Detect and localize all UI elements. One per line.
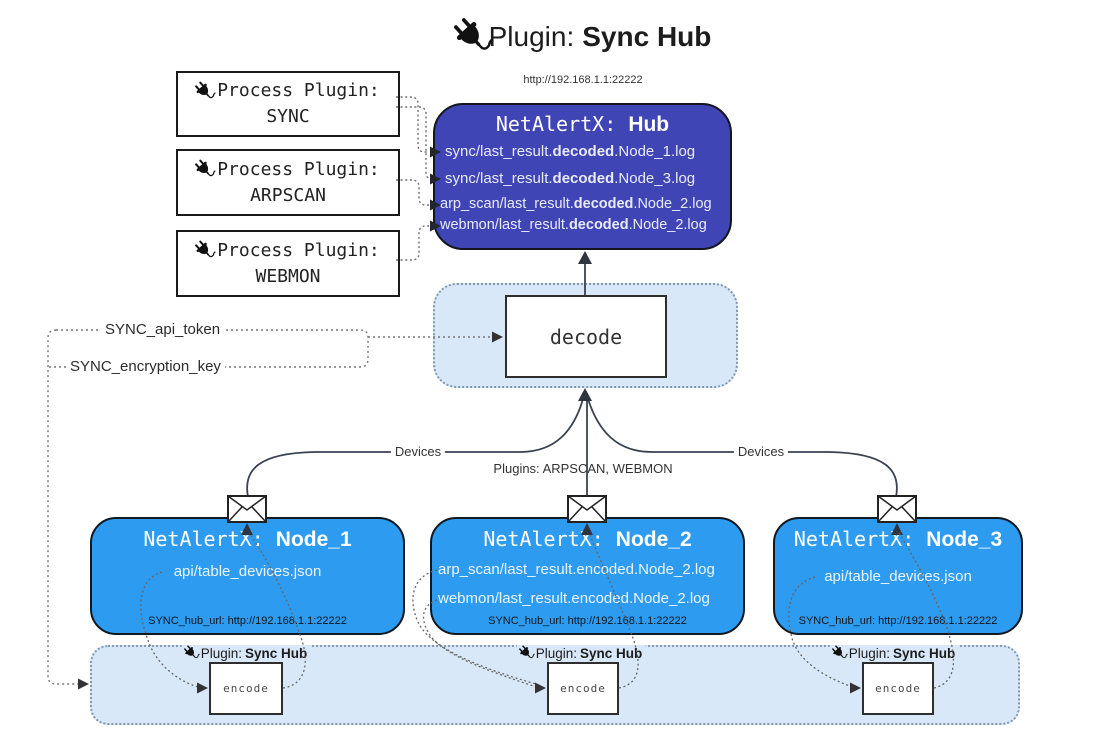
process-plugin-sync-box: Process Plugin: SYNC — [176, 71, 400, 137]
hub-title-prefix: NetAlertX: — [495, 112, 617, 136]
process-plugin-webmon-box: Process Plugin: WEBMON — [176, 230, 400, 297]
node3-line: api/table_devices.json — [824, 568, 972, 585]
envelope-icon — [567, 495, 607, 523]
node2-hub-url: SYNC_hub_url: http://192.168.1.1:22222 — [488, 615, 687, 627]
plug-icon — [829, 643, 849, 664]
node2-title: NetAlertX: Node_2 — [483, 527, 692, 551]
process-plugin-name: WEBMON — [255, 265, 321, 287]
node2-line: arp_scan/last_result.encoded.Node_2.log — [438, 561, 715, 578]
process-plugin-heading: Process Plugin: — [217, 80, 380, 101]
title-name: Sync Hub — [582, 21, 712, 52]
plug-icon — [181, 643, 201, 664]
encode-box: encode — [547, 662, 619, 715]
hub-log-line: sync/last_result.decoded.Node_3.log — [445, 170, 696, 187]
plug-icon — [446, 11, 498, 63]
diagram-title: Plugin: Sync Hub — [423, 16, 743, 58]
title-prefix: Plugin: — [488, 21, 575, 52]
process-plugin-name: ARPSCAN — [250, 184, 326, 206]
plug-icon — [516, 643, 536, 664]
hub-title-name: Hub — [628, 113, 670, 136]
hub-title: NetAlertX: Hub — [433, 112, 732, 137]
encode-box: encode — [862, 662, 934, 715]
node1-title: NetAlertX: Node_1 — [143, 527, 352, 551]
decode-box: decode — [505, 295, 667, 378]
encode-section-label: Plugin:Sync Hub — [181, 643, 311, 664]
encode-section-label: Plugin:Sync Hub — [829, 643, 959, 664]
edge-label-plugins: Plugins: ARPSCAN, WEBMON — [493, 461, 673, 476]
envelope-icon — [877, 495, 917, 523]
plug-icon — [191, 156, 218, 183]
encode-section-label: Plugin:Sync Hub — [516, 643, 646, 664]
node3-hub-url: SYNC_hub_url: http://192.168.1.1:22222 — [798, 615, 998, 627]
process-plugin-arpscan-box: Process Plugin: ARPSCAN — [176, 149, 400, 216]
plug-icon — [191, 237, 218, 264]
sync-encryption-key-label: SYNC_encryption_key — [66, 358, 225, 375]
process-plugin-heading: Process Plugin: — [217, 239, 380, 261]
plug-icon — [191, 78, 218, 105]
node2-line: webmon/last_result.encoded.Node_2.log — [438, 590, 710, 607]
envelope-icon — [227, 495, 267, 523]
sync-api-token-label: SYNC_api_token — [101, 321, 225, 338]
process-plugin-name: SYNC — [266, 106, 310, 127]
hub-log-line: arp_scan/last_result.decoded.Node_2.log — [440, 196, 712, 212]
node1-line: api/table_devices.json — [173, 563, 322, 580]
edge-label-devices-right: Devices — [733, 444, 789, 459]
hub-url-label: http://192.168.1.1:22222 — [523, 74, 643, 86]
encode-box: encode — [209, 662, 283, 715]
edge-label-devices-left: Devices — [390, 444, 446, 459]
process-plugin-heading: Process Plugin: — [217, 158, 380, 180]
hub-log-line: sync/last_result.decoded.Node_1.log — [445, 143, 696, 160]
node1-hub-url: SYNC_hub_url: http://192.168.1.1:22222 — [148, 615, 347, 627]
hub-log-line: webmon/last_result.decoded.Node_2.log — [440, 217, 707, 233]
node3-title: NetAlertX: Node_3 — [793, 527, 1003, 551]
